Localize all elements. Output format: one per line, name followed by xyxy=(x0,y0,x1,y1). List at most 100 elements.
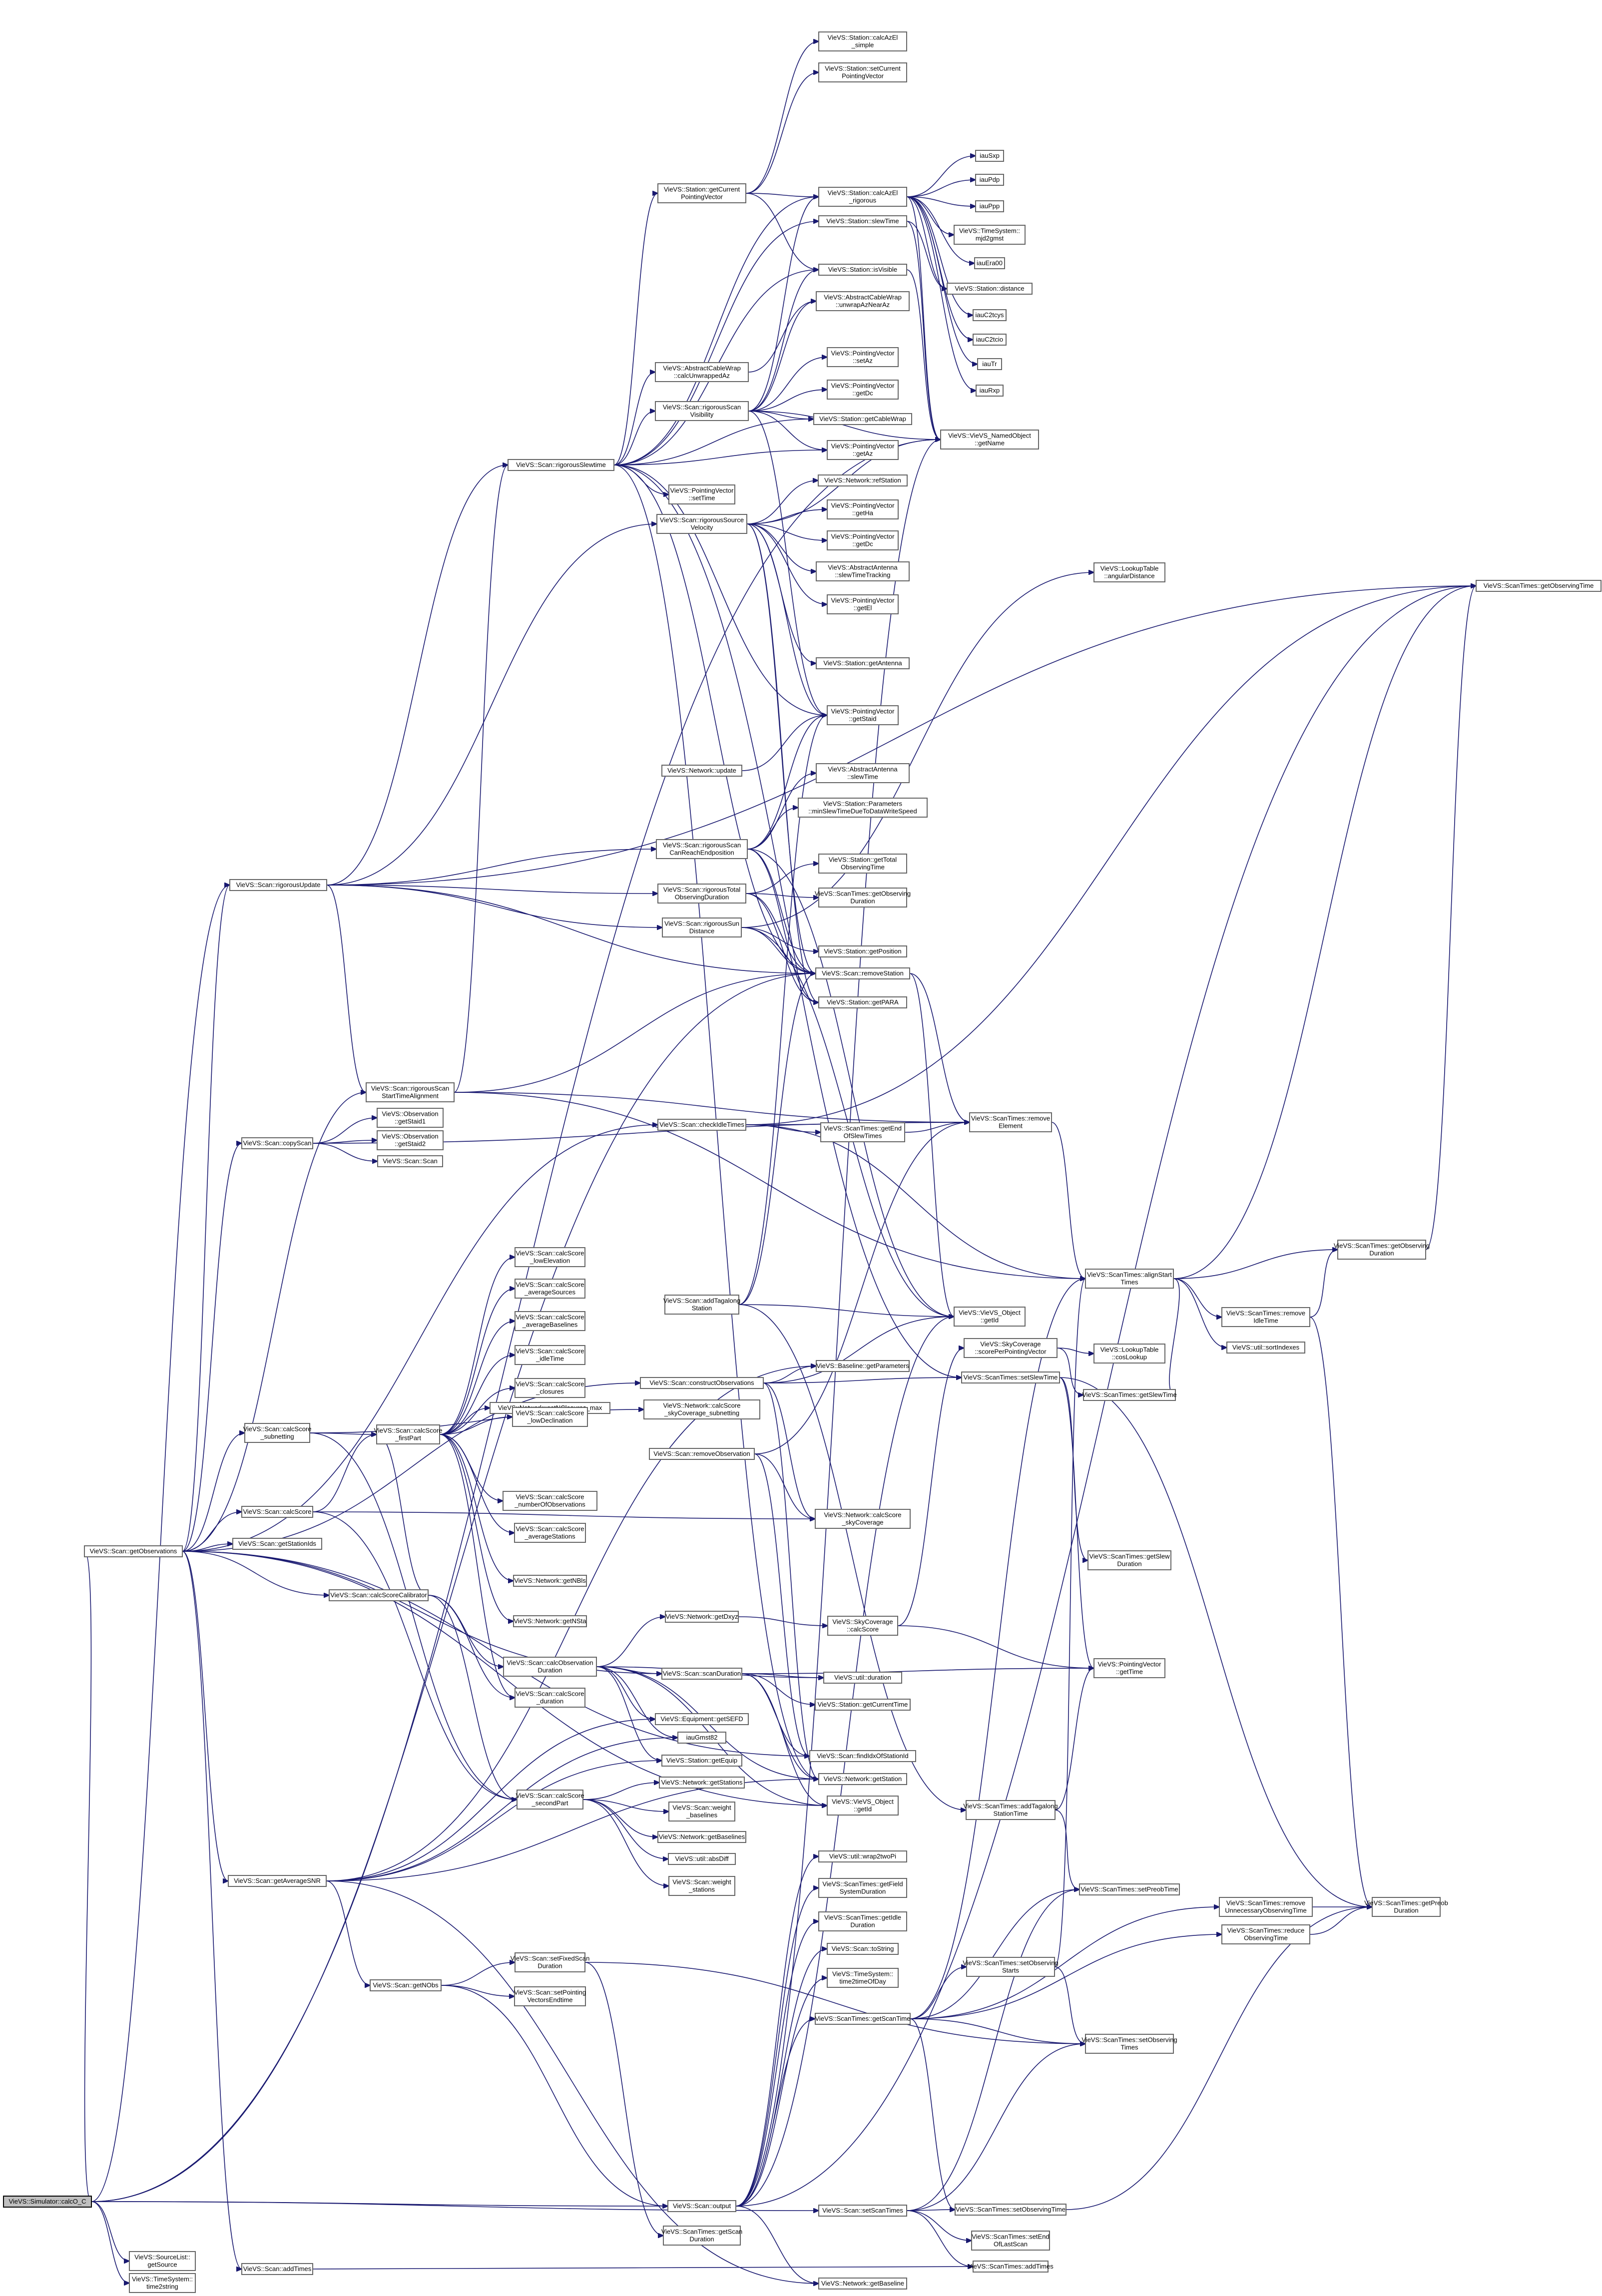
graph-node[interactable]: VieVS::Scan::scanDuration xyxy=(661,1668,742,1680)
graph-node[interactable]: VieVS::Scan::rigorousSlewtime xyxy=(508,459,614,471)
graph-node[interactable]: VieVS::PointingVector::getDc xyxy=(827,380,899,400)
graph-node[interactable]: VieVS::TimeSystem::time2timeOfDay xyxy=(827,1968,899,1988)
graph-node[interactable]: VieVS::Scan::getAverageSNR xyxy=(228,1875,327,1887)
graph-node[interactable]: VieVS::PointingVector::setTime xyxy=(668,484,735,504)
graph-node[interactable]: VieVS::Station::getPARA xyxy=(818,996,907,1008)
graph-node[interactable]: iauPdp xyxy=(975,174,1004,186)
graph-node[interactable]: VieVS::Scan::weight_baselines xyxy=(668,1802,735,1822)
graph-node[interactable]: VieVS::Station::slewTime xyxy=(818,215,907,227)
graph-node[interactable]: VieVS::Station::getCableWrap xyxy=(813,413,912,425)
graph-node[interactable]: VieVS::Scan::calcScore_lowDeclination xyxy=(512,1407,588,1427)
graph-node[interactable]: VieVS::Station::isVisible xyxy=(818,264,907,276)
graph-node[interactable]: VieVS::Equipment::getSEFD xyxy=(655,1713,749,1725)
graph-node[interactable]: VieVS::Network::update xyxy=(661,765,742,777)
graph-node[interactable]: iauTr xyxy=(977,358,1002,370)
graph-node[interactable]: VieVS::Observation::getStaid2 xyxy=(377,1130,444,1150)
graph-node[interactable]: VieVS::VieVS_Object::getId xyxy=(954,1307,1026,1327)
graph-node[interactable]: VieVS::Scan::calcScoreCalibrator xyxy=(329,1589,429,1601)
graph-node[interactable]: VieVS::util::sortIndexes xyxy=(1226,1342,1305,1354)
graph-node[interactable]: VieVS::Scan::calcScore_duration xyxy=(515,1688,585,1708)
graph-node[interactable]: VieVS::Scan::calcScore_averageSources xyxy=(515,1279,585,1299)
graph-node[interactable]: VieVS::Network::getNSta xyxy=(513,1615,587,1627)
graph-node[interactable]: VieVS::Scan::copyScan xyxy=(241,1137,313,1149)
graph-node[interactable]: VieVS::Station::getAntenna xyxy=(816,657,910,669)
graph-node[interactable]: VieVS::ScanTimes::removeUnnecessaryObser… xyxy=(1219,1897,1313,1917)
graph-node[interactable]: VieVS::Scan::toString xyxy=(827,1943,899,1955)
graph-node[interactable]: VieVS::Scan::rigorousTotalObservingDurat… xyxy=(657,884,746,904)
graph-node[interactable]: VieVS::AbstractAntenna::slewTimeTracking xyxy=(816,561,910,581)
graph-node[interactable]: VieVS::util::wrap2twoPi xyxy=(818,1850,907,1862)
graph-node[interactable]: VieVS::PointingVector::getAz xyxy=(827,440,899,460)
graph-node[interactable]: VieVS::TimeSystem::mjd2gmst xyxy=(954,225,1026,245)
graph-node[interactable]: VieVS::PointingVector::getTime xyxy=(1093,1658,1165,1678)
graph-node[interactable]: VieVS::AbstractAntenna::slewTime xyxy=(816,763,910,783)
graph-node[interactable]: VieVS::Network::getBaseline xyxy=(818,2278,907,2290)
graph-node[interactable]: VieVS::Network::getBaselines xyxy=(657,1831,746,1843)
graph-node[interactable]: VieVS::Scan::rigorousUpdate xyxy=(229,879,327,891)
graph-node[interactable]: VieVS::Scan::output xyxy=(667,2200,736,2212)
graph-node[interactable]: VieVS::PointingVector::getStaid xyxy=(827,705,899,725)
graph-node[interactable]: VieVS::PointingVector::getHa xyxy=(827,499,899,519)
graph-node[interactable]: VieVS::Station::getPosition xyxy=(818,945,907,957)
graph-node[interactable]: VieVS::SourceList::getSource xyxy=(129,2251,196,2271)
graph-node[interactable]: VieVS::Network::getStation xyxy=(818,1773,907,1785)
graph-node[interactable]: VieVS::Scan::findIdxOfStationId xyxy=(809,1750,916,1762)
graph-node[interactable]: VieVS::Station::calcAzEl_simple xyxy=(818,31,907,51)
graph-node[interactable]: VieVS::Scan::calcScore_firstPart xyxy=(374,1424,443,1444)
graph-node[interactable]: VieVS::Network::calcScore_skyCoverage_su… xyxy=(643,1399,760,1419)
graph-node[interactable]: VieVS::LookupTable::cosLookup xyxy=(1093,1344,1165,1364)
graph-node[interactable]: iauRxp xyxy=(976,385,1004,397)
graph-node[interactable]: VieVS::VieVS_NamedObject::getName xyxy=(940,430,1039,450)
graph-node[interactable]: iauC2tcio xyxy=(973,334,1007,346)
graph-node[interactable]: VieVS::Network::refStation xyxy=(818,474,908,486)
graph-node[interactable]: VieVS::ScanTimes::getObservingTime xyxy=(1476,580,1602,592)
graph-node[interactable]: VieVS::Scan::calcScore_closures xyxy=(515,1378,585,1398)
graph-node[interactable]: VieVS::Scan::calcScore_lowElevation xyxy=(515,1247,585,1267)
graph-node[interactable]: VieVS::Scan::getStationIds xyxy=(232,1538,322,1550)
graph-node[interactable]: VieVS::Station::getEquip xyxy=(661,1755,742,1767)
graph-node[interactable]: VieVS::Network::getStations xyxy=(659,1777,745,1789)
graph-node[interactable]: VieVS::VieVS_Object::getId xyxy=(827,1796,899,1816)
graph-node[interactable]: VieVS::SkyCoverage::calcScore xyxy=(827,1616,898,1636)
graph-node[interactable]: VieVS::Scan::constructObservations xyxy=(640,1377,764,1389)
graph-node[interactable]: VieVS::Station::Parameters::minSlewTimeD… xyxy=(798,798,928,818)
graph-node[interactable]: VieVS::Scan::calcScore_idleTime xyxy=(515,1345,585,1365)
graph-node[interactable]: VieVS::PointingVector::getEl xyxy=(827,594,899,614)
graph-node[interactable]: VieVS::Network::calcScore_skyCoverage xyxy=(815,1509,911,1529)
graph-node[interactable]: VieVS::PointingVector::getDc xyxy=(827,530,899,550)
graph-node[interactable]: VieVS::Network::getDxyz xyxy=(665,1611,739,1623)
graph-node[interactable]: VieVS::Scan::calcScore_averageBaselines xyxy=(515,1311,585,1331)
graph-node[interactable]: VieVS::Scan::calcScore_secondPart xyxy=(516,1790,584,1810)
graph-node[interactable]: VieVS::util::duration xyxy=(823,1672,902,1684)
graph-node[interactable]: VieVS::Observation::getStaid1 xyxy=(377,1108,444,1128)
graph-node[interactable]: VieVS::ScanTimes::setSlewTime xyxy=(961,1372,1060,1383)
graph-node[interactable]: VieVS::PointingVector::setAz xyxy=(827,347,899,367)
graph-node[interactable]: VieVS::Scan::addTimes xyxy=(241,2263,313,2275)
graph-node[interactable]: VieVS::util::absDiff xyxy=(668,1853,736,1865)
graph-node[interactable]: VieVS::ScanTimes::addTimes xyxy=(968,2261,1054,2273)
graph-node[interactable]: VieVS::TimeSystem::time2string xyxy=(129,2273,196,2293)
graph-node[interactable]: VieVS::Scan::checkIdleTimes xyxy=(657,1119,746,1131)
graph-node[interactable]: VieVS::Scan::rigorousScanCanReachEndposi… xyxy=(656,839,748,859)
graph-node[interactable]: VieVS::Station::distance xyxy=(947,283,1033,295)
